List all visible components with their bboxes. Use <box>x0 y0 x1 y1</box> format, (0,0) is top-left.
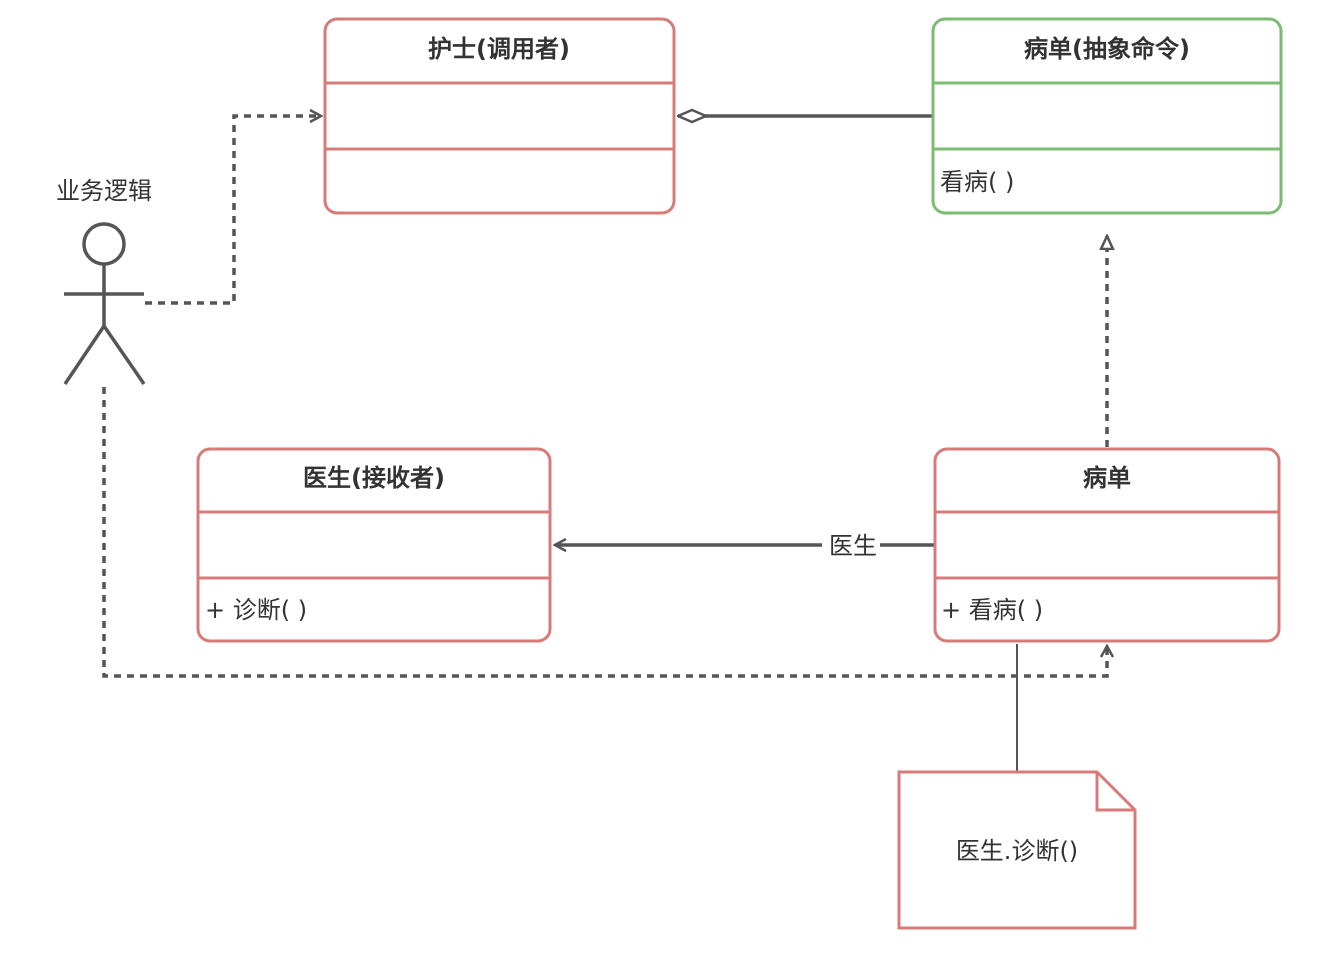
actor-to-command-dependency <box>102 387 1107 678</box>
note-folded-corner <box>1095 772 1135 812</box>
class-abstract-command-operation: 看病( ) <box>940 168 1014 196</box>
association-label: 医生 <box>822 530 880 560</box>
association-label-background <box>822 530 880 560</box>
actor-right-leg <box>102 325 146 385</box>
actor-head <box>82 222 126 266</box>
class-nurse-title: 护士(调用者) <box>428 35 570 63</box>
class-doctor-receiver[interactable]: 医生(接收者) + 诊断( ) <box>196 447 552 643</box>
class-nurse-invoker[interactable]: 护士(调用者) <box>323 17 676 215</box>
class-doctor-title: 医生(接收者) <box>303 464 445 492</box>
class-abstract-command[interactable]: 病单(抽象命令) 看病( ) <box>931 17 1283 215</box>
class-doctor-operation: + 诊断( ) <box>205 596 307 624</box>
actor-business-logic[interactable]: 业务逻辑 <box>56 177 152 385</box>
class-command-box <box>933 447 1281 643</box>
actor-left-leg <box>63 325 106 385</box>
class-doctor-box <box>196 447 552 643</box>
note-text: 医生.诊断() <box>956 837 1078 865</box>
class-abstract-command-box <box>931 17 1283 215</box>
note-doctor-diagnose[interactable]: 医生.诊断() <box>897 770 1137 930</box>
note-shape <box>897 770 1137 930</box>
association-label-doctor: 医生 <box>829 532 877 560</box>
class-concrete-command[interactable]: 病单 + 看病( ) <box>933 447 1281 643</box>
class-abstract-command-title: 病单(抽象命令) <box>1024 35 1190 63</box>
class-command-operation: + 看病( ) <box>941 596 1043 624</box>
class-command-title: 病单 <box>1083 464 1131 492</box>
actor-label: 业务逻辑 <box>56 177 152 205</box>
actor-to-nurse-dependency <box>145 116 321 305</box>
class-nurse-box <box>323 17 676 215</box>
